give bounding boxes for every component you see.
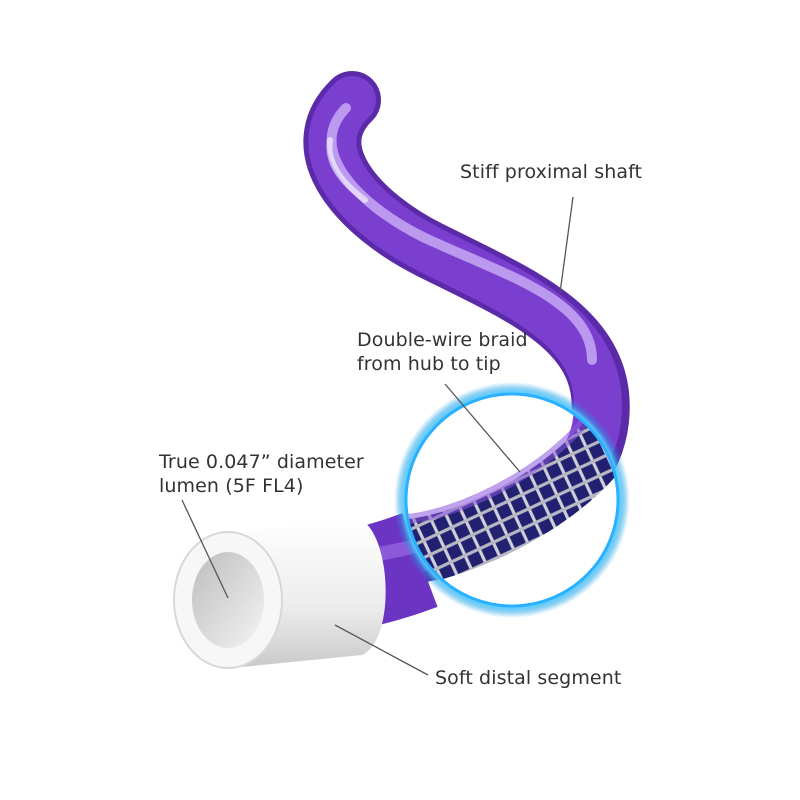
label-lumen-diameter: True 0.047” diameter lumen (5F FL4)	[159, 450, 364, 498]
label-lumen-line2: lumen (5F FL4)	[159, 475, 304, 497]
leader-line-distal	[334, 624, 429, 676]
leader-line-braid	[444, 383, 521, 473]
leader-line-lumen	[181, 499, 229, 599]
label-braid-line1: Double-wire braid	[357, 329, 528, 351]
label-stiff-proximal-shaft: Stiff proximal shaft	[460, 160, 642, 184]
label-soft-distal-segment: Soft distal segment	[435, 666, 621, 690]
leader-line-shaft	[559, 196, 574, 294]
label-lumen-line1: True 0.047” diameter	[159, 451, 364, 473]
braid-magnifier	[394, 382, 630, 618]
label-distal-line1: Soft distal segment	[435, 667, 622, 689]
label-shaft-line1: Stiff proximal shaft	[460, 161, 643, 183]
lumen-opening	[192, 552, 264, 648]
soft-distal-tip	[173, 520, 386, 669]
label-double-wire-braid: Double-wire braid from hub to tip	[357, 328, 528, 376]
leader-lines	[181, 196, 574, 676]
label-braid-line2: from hub to tip	[357, 353, 501, 375]
